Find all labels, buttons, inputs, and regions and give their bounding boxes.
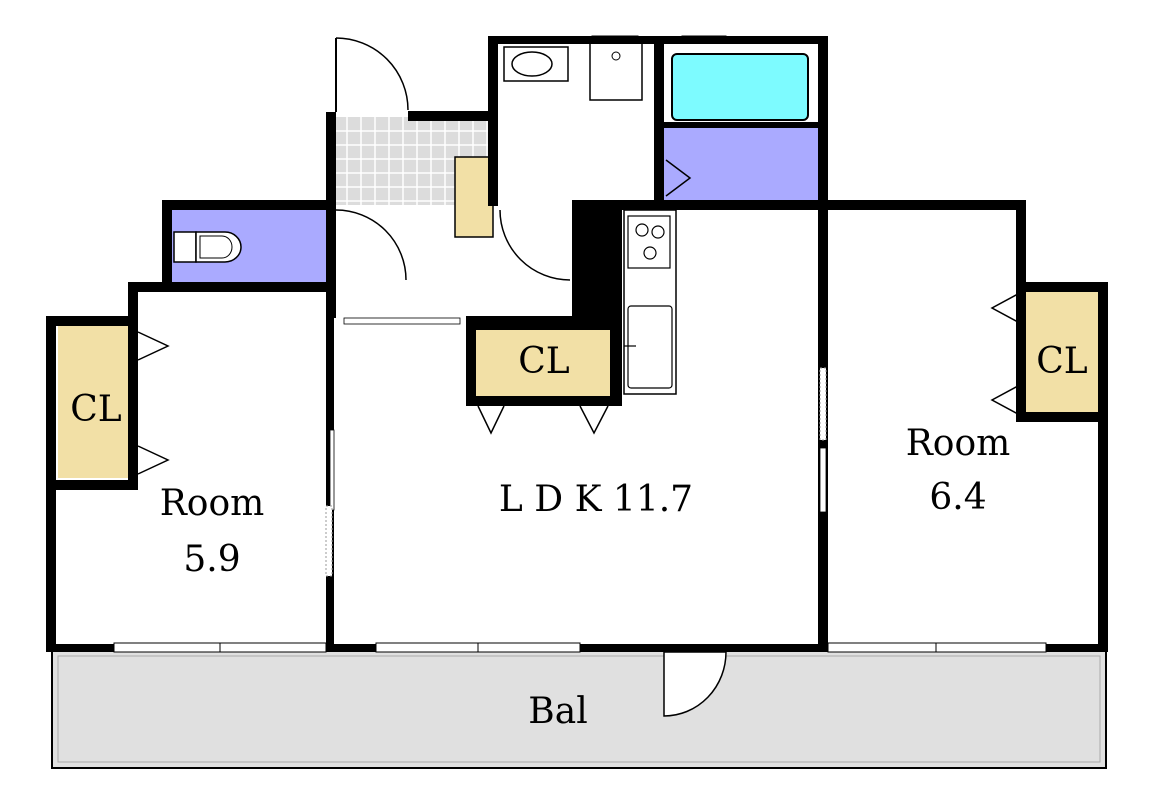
room-left-size: 5.9: [183, 539, 240, 580]
wall-openings: [325, 317, 827, 577]
room-right-size: 6.4: [929, 477, 986, 518]
room-left-label: Room: [160, 483, 265, 524]
closet-center-label: CL: [518, 341, 570, 382]
closet-right-doors: [990, 293, 1019, 415]
ldk-label: L D K 11.7: [499, 479, 693, 520]
stove-icon: [627, 215, 671, 269]
balcony-label: Bal: [528, 691, 587, 732]
closet-right-label: CL: [1036, 341, 1088, 382]
shoe-box: [454, 156, 494, 238]
balcony-inner-rail: [57, 655, 1101, 763]
room-right-floor: [824, 205, 1104, 648]
washing-machine-icon: [589, 41, 643, 101]
closet-left: [58, 326, 130, 478]
washbasin-icon: [503, 46, 569, 82]
bath-door-icon: [665, 159, 692, 197]
closet-right: [1026, 292, 1098, 412]
entrance-door-icon: [335, 37, 409, 112]
closet-left-label: CL: [70, 389, 122, 430]
bathtub-icon: [671, 53, 809, 121]
closet-center: [476, 330, 610, 396]
closet-center-doors: [477, 405, 609, 435]
room-right-label: Room: [906, 423, 1011, 464]
kitchen-counter: [623, 209, 677, 395]
balcony-windows: [113, 642, 1047, 653]
closet-left-doors: [137, 331, 170, 475]
toilet-icon: [173, 231, 242, 263]
washroom-door-icon: [499, 209, 571, 281]
balcony-area: [51, 649, 1107, 769]
toilet-door-icon: [335, 209, 407, 281]
balcony-door-icon: [663, 651, 727, 717]
bath-changing-area: [664, 128, 820, 200]
sink-icon: [624, 305, 673, 389]
